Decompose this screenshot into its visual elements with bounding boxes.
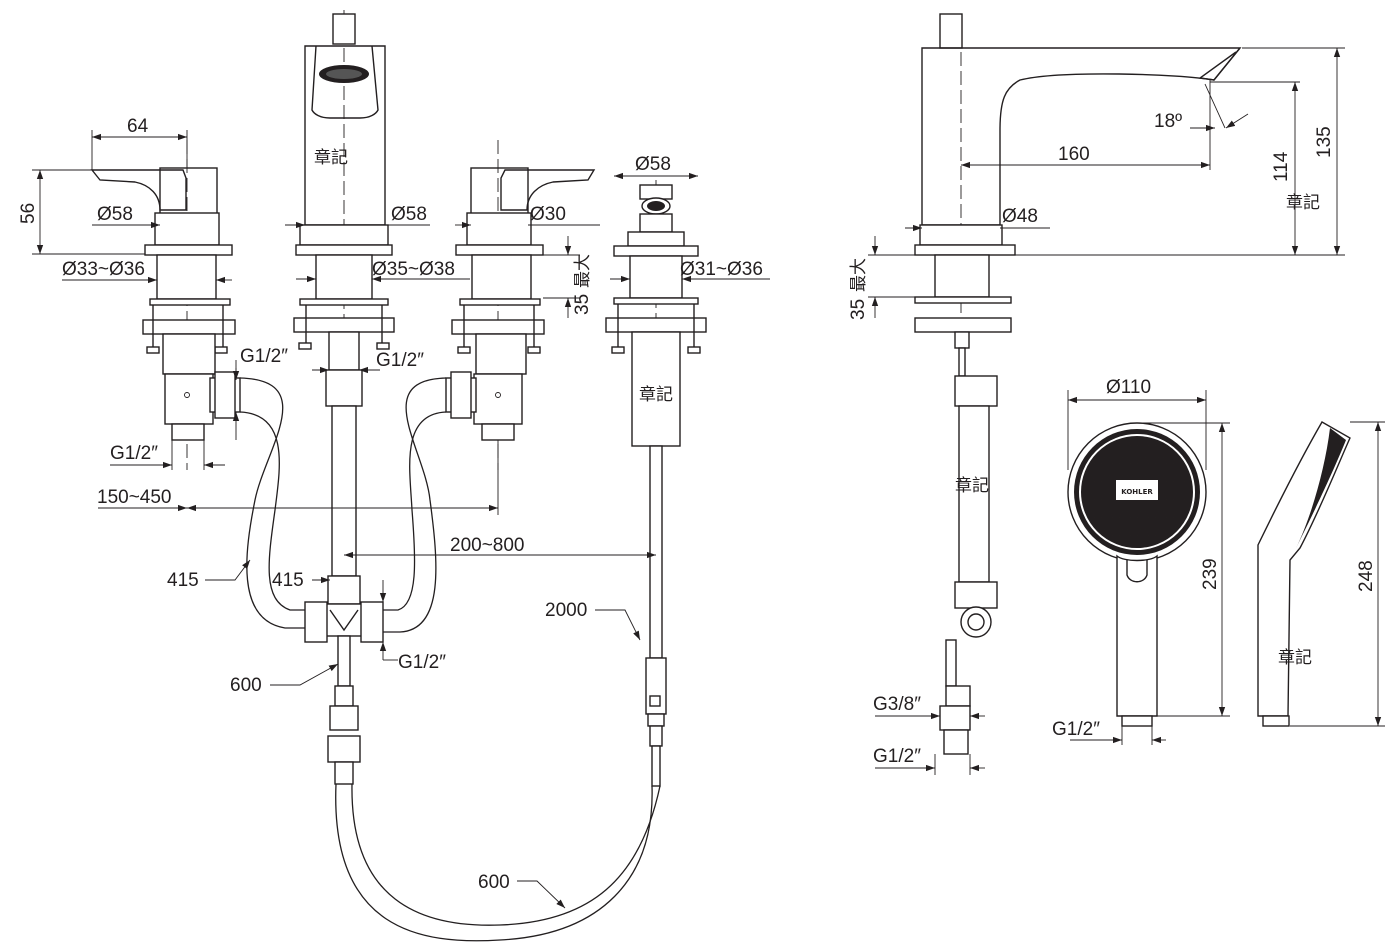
label-stamp-handshower: 章記: [1278, 648, 1312, 668]
label-stamp-side: 章記: [1286, 193, 1320, 213]
label-g12-left-top: G1/2″: [240, 346, 288, 367]
label-stamp-diverter: 章記: [639, 385, 673, 405]
left-valve: [90, 140, 241, 470]
label-2000: 2000: [545, 600, 587, 621]
label-g12-handshower: G1/2″: [1052, 719, 1100, 740]
spout-front: [293, 10, 395, 785]
label-g12-side: G1/2″: [873, 746, 921, 767]
hand-shower-side: [1257, 421, 1351, 727]
label-d31-36: Ø31~Ø36: [680, 259, 763, 280]
label-d58-left: Ø58: [97, 204, 133, 225]
label-239: 239: [1200, 558, 1221, 590]
right-valve: [445, 140, 596, 470]
label-d58-spout: Ø58: [391, 204, 427, 225]
diverter-front: [605, 180, 707, 787]
label-max35s-cjk: 最大: [849, 258, 869, 292]
label-max35-cjk: 最大: [573, 254, 593, 288]
label-stamp-spout: 章記: [314, 148, 348, 168]
spout-side: [914, 13, 1242, 755]
label-600-bottom: 600: [478, 872, 510, 893]
brand-mark: KOHLER: [1121, 488, 1153, 496]
label-415-center: 415: [272, 570, 304, 591]
label-d30: Ø30: [530, 204, 566, 225]
label-g12-left-bottom: G1/2″: [110, 443, 158, 464]
label-g12-spout: G1/2″: [376, 350, 424, 371]
label-g38: G3/8″: [873, 694, 921, 715]
label-64: 64: [127, 116, 149, 137]
label-d48: Ø48: [1002, 206, 1038, 227]
label-d33-36: Ø33~Ø36: [62, 259, 145, 280]
label-415-left: 415: [167, 570, 199, 591]
dimension-labels: 64 56 Ø58 Ø33~Ø36 章記 Ø58 Ø35~Ø38 Ø30 Ø58…: [18, 111, 1377, 893]
label-150-450: 150~450: [97, 487, 172, 508]
label-135: 135: [1314, 126, 1335, 158]
label-d110: Ø110: [1106, 377, 1151, 398]
label-g12-tee: G1/2″: [398, 652, 446, 673]
connection-hoses: [239, 377, 661, 942]
dimensions: [32, 47, 1385, 909]
hand-shower-front: KOHLER: [1067, 422, 1207, 727]
label-max35s-number: 35: [848, 299, 869, 320]
label-stamp-side-pipe: 章記: [955, 476, 989, 496]
label-max35-number: 35: [572, 294, 593, 315]
label-160: 160: [1058, 144, 1090, 165]
label-d58-diverter: Ø58: [635, 154, 671, 175]
label-114: 114: [1271, 151, 1292, 182]
label-600-left: 600: [230, 675, 262, 696]
label-56: 56: [18, 203, 39, 224]
label-248: 248: [1356, 560, 1377, 592]
label-d35-38: Ø35~Ø38: [372, 259, 455, 280]
label-18-degrees: 18º: [1154, 111, 1182, 132]
label-200-800: 200~800: [450, 535, 525, 556]
